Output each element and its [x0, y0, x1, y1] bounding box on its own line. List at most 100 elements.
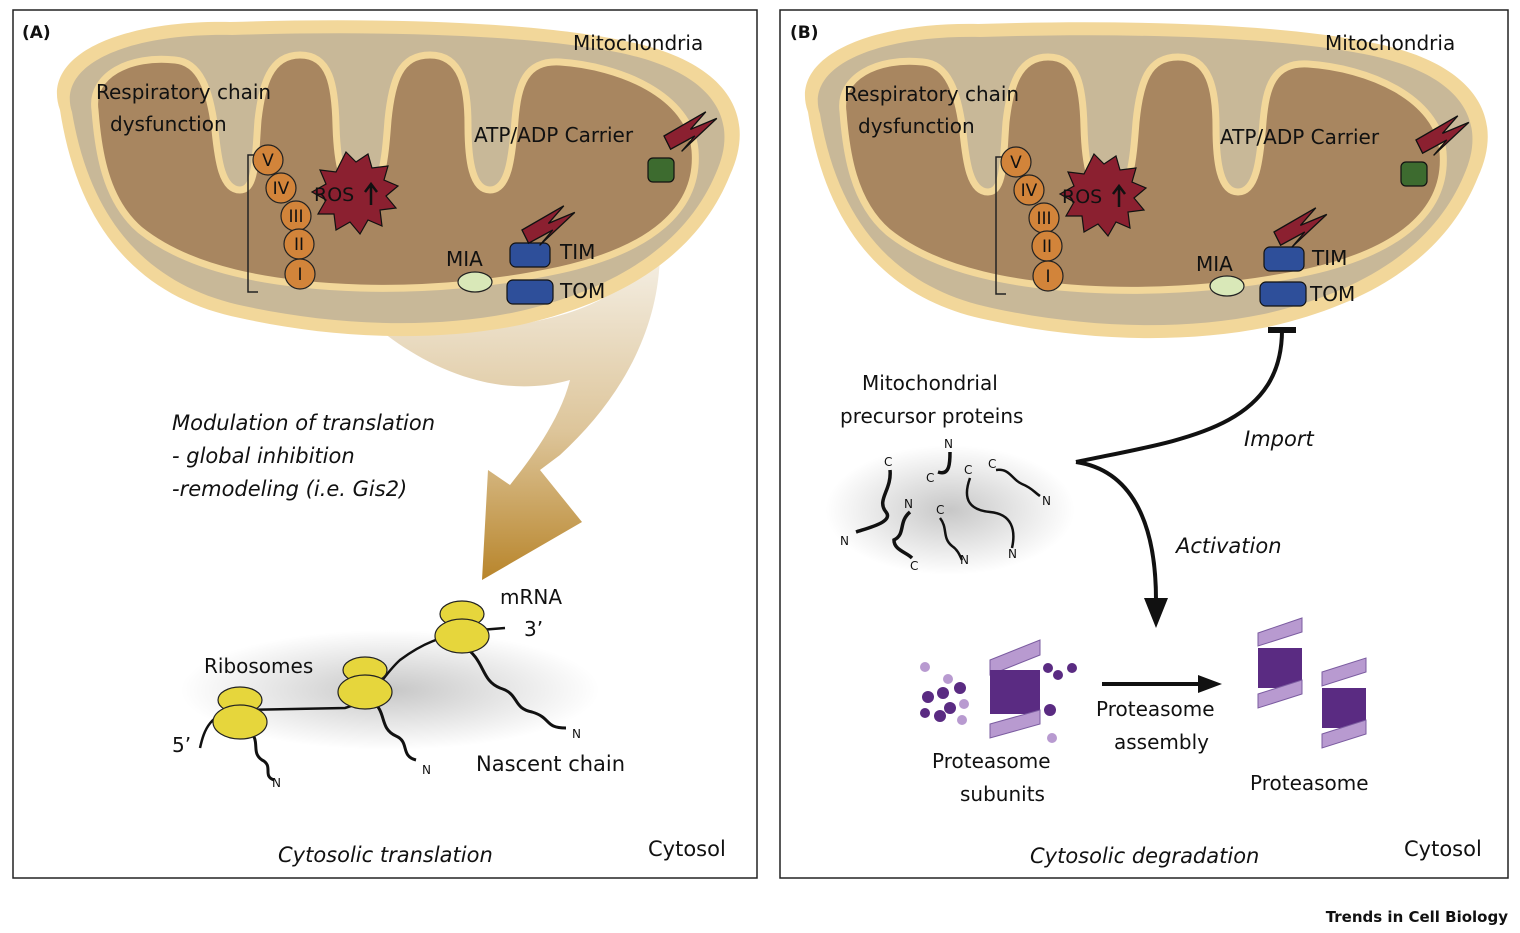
respiratory-chain-label-line1: Respiratory chain: [96, 80, 271, 104]
complex-iv: [265, 172, 297, 204]
n-terminus-label: N: [944, 437, 953, 451]
precursor-chain: [938, 517, 964, 561]
precursor-chain: [937, 451, 952, 475]
nascent-chain-2: [369, 698, 417, 762]
c-terminus-label: C: [936, 503, 944, 517]
respiratory-complexes: V IV III II I: [252, 144, 316, 290]
tom-complex-icon: [1259, 281, 1307, 307]
tim-label: TIM: [1311, 246, 1347, 270]
complex-v-label: V: [1010, 153, 1022, 173]
tim-complex-icon: [509, 242, 551, 268]
activation-label: Activation: [1174, 534, 1282, 558]
ribosome-icon: [337, 656, 393, 710]
respiratory-complexes: V IV III II I: [1000, 146, 1064, 292]
precursor-chain: [855, 469, 892, 534]
precursor-label-line1: Mitochondrial: [862, 371, 998, 395]
atp-adp-carrier-icon: [647, 157, 675, 183]
complex-iv-label: IV: [1021, 181, 1038, 201]
cytosol-label-a: Cytosol: [648, 837, 726, 861]
n-terminus-label: N: [960, 553, 969, 567]
translation-scene: mRNA 3’ 5’ Ribosomes N N N Nascent chain: [172, 585, 625, 790]
ros-burst-icon: [310, 150, 400, 236]
mitochondria-label: Mitochondria: [573, 31, 703, 55]
complex-iv-label: IV: [273, 179, 290, 199]
complex-ii-label: II: [1042, 237, 1052, 257]
atp-adp-carrier-label: ATP/ADP Carrier: [1220, 125, 1380, 149]
panel-b-tag: (B): [790, 23, 819, 43]
mia-icon: [457, 271, 493, 293]
c-terminus-label: C: [964, 463, 972, 477]
nascent-chain-1: [247, 728, 275, 782]
c-terminus-label: C: [884, 455, 892, 469]
proteasome-subunits: [920, 639, 1077, 743]
precursor-proteins: C N N C N C C N C N C N: [825, 437, 1075, 575]
complex-iii-label: III: [1036, 209, 1051, 229]
mrna-label: mRNA: [500, 585, 562, 609]
mia-label: MIA: [446, 247, 483, 271]
tim-label: TIM: [559, 240, 595, 264]
modulation-line-2: - global inhibition: [172, 444, 355, 468]
activation-arrow: [1075, 460, 1158, 601]
complex-v: [252, 144, 284, 176]
arrow-icon: [1198, 675, 1222, 693]
tim-complex-icon: [1263, 246, 1305, 272]
n-terminus-label-2: N: [422, 763, 431, 777]
mia-icon: [1209, 275, 1245, 297]
import-inhibition-arrow: [1075, 329, 1284, 464]
c-terminus-label: C: [926, 471, 934, 485]
respiratory-chain-label-line2: dysfunction: [858, 114, 975, 138]
c-terminus-label: C: [988, 457, 996, 471]
complex-i-label: I: [297, 265, 302, 285]
n-terminus-label: N: [1042, 494, 1051, 508]
n-terminus-label: N: [904, 497, 913, 511]
complex-i: [284, 258, 316, 290]
subunits-label-line1: Proteasome: [932, 749, 1051, 773]
atp-adp-carrier-label: ATP/ADP Carrier: [474, 123, 634, 147]
n-terminus-label-1: N: [272, 776, 281, 790]
n-terminus-label-3: N: [572, 727, 581, 741]
panel-a-tag: (A): [22, 23, 51, 43]
panel-a: (A) Mitochondria Respiratory chain dysfu…: [12, 9, 758, 879]
ros-label: ROS: [314, 184, 354, 206]
ribosome-icon: [212, 686, 268, 740]
cytosol-label-b: Cytosol: [1404, 837, 1482, 861]
three-prime-label: 3’: [524, 617, 543, 641]
precursor-label-line2: precursor proteins: [840, 404, 1023, 428]
up-arrow-icon: [1112, 183, 1126, 207]
nascent-chain-label: Nascent chain: [476, 752, 625, 776]
journal-label: Trends in Cell Biology: [1326, 908, 1509, 926]
proteasome-icon: [1321, 657, 1367, 749]
c-terminus-label: C: [910, 559, 918, 573]
complex-v-label: V: [262, 151, 274, 171]
subunits-label-line2: subunits: [960, 782, 1045, 806]
arrow-icon: [1144, 598, 1168, 628]
complex-i: [1032, 260, 1064, 292]
panel-b-caption: Cytosolic degradation: [1030, 844, 1259, 868]
nascent-chain-3: [461, 643, 567, 730]
assembly-label-line2: assembly: [1114, 730, 1209, 754]
ros-label: ROS: [1062, 186, 1102, 208]
ribosomes-label: Ribosomes: [204, 654, 313, 678]
ribosome-icon: [434, 600, 490, 654]
n-terminus-label: N: [1008, 547, 1017, 561]
proteasome-label: Proteasome: [1250, 771, 1369, 795]
panel-a-caption: Cytosolic translation: [278, 843, 493, 867]
panel-b: (B) Mitochondria Respiratory chain dysfu…: [779, 9, 1509, 879]
modulation-line-1: Modulation of translation: [172, 411, 435, 435]
proteasome-icon: [1257, 617, 1303, 709]
atp-adp-carrier-icon: [1400, 161, 1428, 187]
assembly-label-line1: Proteasome: [1096, 697, 1215, 721]
complex-ii-label: II: [294, 235, 304, 255]
import-label: Import: [1244, 427, 1314, 451]
complex-iv: [1013, 174, 1045, 206]
tom-label: TOM: [1309, 282, 1355, 306]
tom-complex-icon: [506, 279, 554, 305]
mitochondria-label: Mitochondria: [1325, 31, 1455, 55]
up-arrow-icon: [364, 181, 378, 205]
precursor-chain: [892, 510, 914, 560]
tom-label: TOM: [559, 279, 605, 303]
respiratory-chain-label-line2: dysfunction: [110, 112, 227, 136]
mia-label: MIA: [1196, 252, 1233, 276]
five-prime-label: 5’: [172, 733, 191, 757]
